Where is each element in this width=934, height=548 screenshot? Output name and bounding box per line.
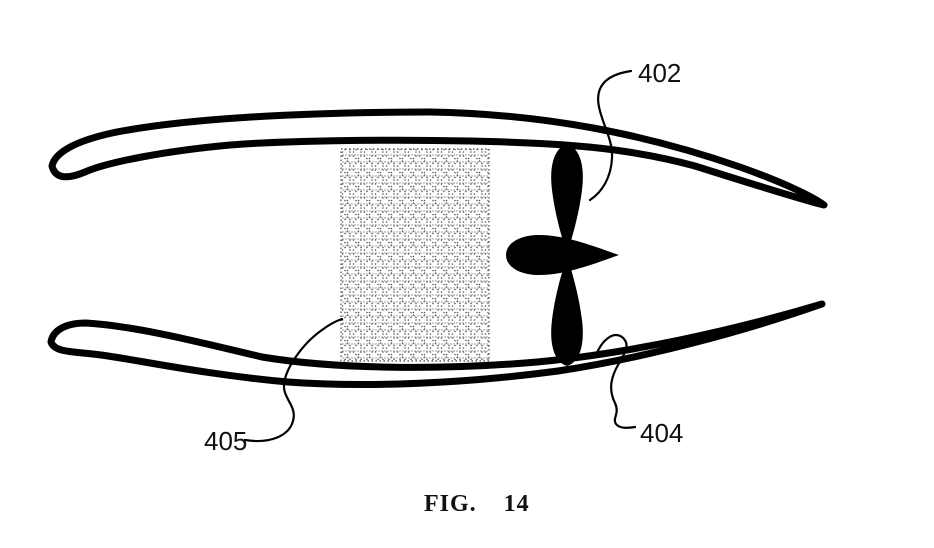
propeller-upper-blade	[551, 144, 583, 248]
lower-duct-airfoil	[47, 300, 826, 389]
propeller-hub-spinner	[506, 234, 619, 276]
upper-duct-airfoil	[48, 108, 828, 209]
label-404: 404	[640, 418, 683, 448]
leader-line-405	[243, 317, 344, 443]
leader-line-402	[588, 69, 633, 202]
label-402: 402	[638, 58, 681, 88]
figure-caption: FIG. 14	[424, 491, 530, 517]
leader-line-404	[594, 334, 637, 429]
stipple-region-rows	[341, 149, 489, 361]
stipple-region-405	[340, 148, 490, 362]
propeller-402	[506, 144, 619, 366]
propeller-lower-blade	[551, 262, 583, 366]
label-405: 405	[204, 426, 247, 456]
